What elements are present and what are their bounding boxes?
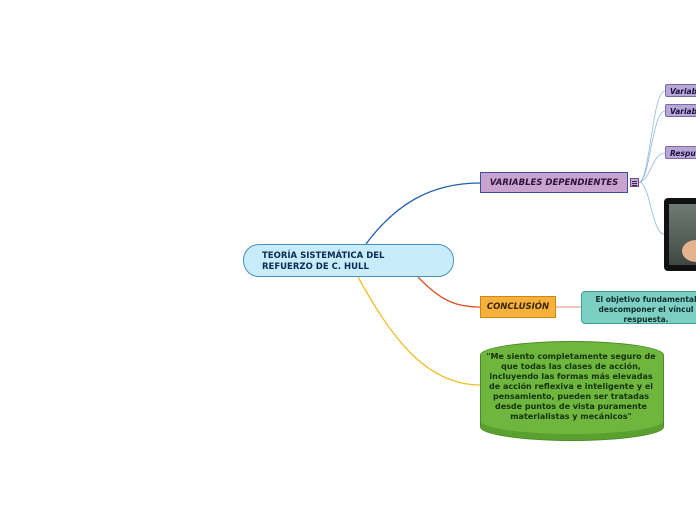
- subtopic-respuesta[interactable]: Respu: [665, 146, 696, 159]
- central-title-line2: REFUERZO DE C. HULL: [262, 262, 453, 273]
- quote-node[interactable]: "Me siento completamente seguro de que t…: [480, 341, 664, 441]
- branch-conclusion-line: [418, 277, 480, 307]
- sub-link-1: [639, 91, 665, 182]
- subtopic-variable-1[interactable]: Variab: [665, 84, 696, 97]
- conclusion-label: CONCLUSIÓN: [487, 302, 549, 312]
- quote-line: materialistas y mecánicos": [486, 412, 656, 422]
- sub-link-photo: [639, 182, 664, 234]
- photo-thumbnail[interactable]: [664, 198, 696, 271]
- subtopic-label: Variab: [670, 87, 696, 96]
- quote-line: desde puntos de vista puramente: [486, 402, 656, 412]
- objective-line2: descomponer el víncul: [588, 305, 696, 315]
- quote-line: pensamiento, pueden ser tratadas: [486, 392, 656, 402]
- central-title-line1: TEORÍA SISTEMÁTICA DEL: [262, 251, 453, 262]
- variables-dependientes-node[interactable]: VARIABLES DEPENDIENTES: [480, 172, 628, 193]
- collapse-toggle-icon[interactable]: [630, 178, 639, 187]
- quote-line: que todas las clases de acción,: [486, 362, 656, 372]
- quote-line: incluyendo las formas más elevadas: [486, 372, 656, 382]
- objective-line3: respuesta.: [588, 315, 696, 325]
- quote-text: "Me siento completamente seguro de que t…: [486, 352, 656, 422]
- sub-link-2: [639, 111, 665, 182]
- branch-quote-line: [358, 277, 480, 385]
- subtopic-label: Variab: [670, 107, 696, 116]
- branch-variables-line: [366, 183, 480, 244]
- objective-note[interactable]: El objetivo fundamental descomponer el v…: [581, 291, 696, 324]
- quote-line: de acción reflexiva e inteligente y el: [486, 382, 656, 392]
- subtopic-variable-2[interactable]: Variab: [665, 104, 696, 117]
- variables-label: VARIABLES DEPENDIENTES: [490, 178, 619, 188]
- subtopic-label: Respu: [670, 149, 696, 158]
- central-topic[interactable]: TEORÍA SISTEMÁTICA DEL REFUERZO DE C. HU…: [243, 244, 454, 277]
- objective-line1: El objetivo fundamental: [588, 295, 696, 305]
- quote-line: "Me siento completamente seguro de: [486, 352, 656, 362]
- conclusion-node[interactable]: CONCLUSIÓN: [480, 296, 556, 318]
